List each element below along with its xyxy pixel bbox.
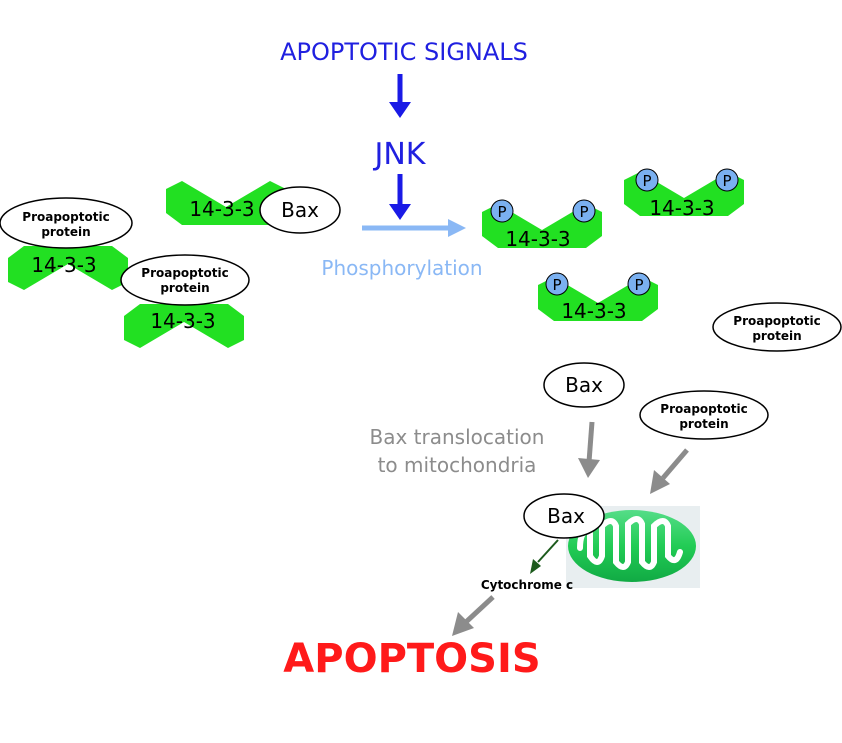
protein-1433-label: 14-3-3: [561, 299, 626, 323]
translocation-arrow-bax: [578, 421, 600, 478]
proapoptotic-label-line1: Proapoptotic: [22, 210, 109, 224]
protein-1433-label: 14-3-3: [150, 309, 215, 333]
phospho-dot: [572, 199, 596, 223]
protein-1433-label: 14-3-3: [31, 253, 96, 277]
bax-label: Bax: [565, 373, 603, 397]
proapoptotic-label-line2: protein: [752, 329, 801, 343]
proapoptotic-label-line2: protein: [679, 417, 728, 431]
translocation-arrow-proapoptotic: [650, 448, 689, 494]
mitochondrion: [566, 506, 700, 588]
phospho-dot: [545, 272, 569, 296]
signal-arrow-1: [389, 74, 411, 118]
phospho-mark: P: [552, 276, 561, 294]
jnk-label: JNK: [373, 137, 427, 172]
free-proapoptotic-1: Proapoptotic protein: [712, 302, 842, 352]
complex-1433-proapoptotic-2: 14-3-3 Proapoptotic protein: [120, 254, 250, 348]
phospho-1433-1: 14-3-3 P P: [482, 199, 602, 251]
proapoptotic-label-line2: protein: [41, 225, 90, 239]
bax-translocation-line2: to mitochondria: [378, 453, 537, 477]
cytochrome-c-label: Cytochrome c: [481, 578, 573, 592]
complex-1433-bax: 14-3-3 Bax: [166, 181, 341, 234]
complex-1433-proapoptotic-1: 14-3-3 Proapoptotic protein: [0, 197, 133, 290]
apoptosis-label: APOPTOSIS: [283, 636, 540, 682]
proapoptotic-label-line2: protein: [160, 281, 209, 295]
cytochrome-release-arrow: [530, 539, 559, 574]
phospho-mark: P: [722, 172, 731, 190]
phospho-mark: P: [497, 203, 506, 221]
phospho-dot: [715, 168, 739, 192]
proapoptotic-label-line1: Proapoptotic: [733, 314, 820, 328]
proapoptotic-label-line1: Proapoptotic: [660, 402, 747, 416]
phospho-1433-2: 14-3-3 P P: [624, 168, 744, 220]
protein-1433-label: 14-3-3: [189, 197, 254, 221]
signal-arrow-2: [389, 174, 411, 220]
phospho-mark: P: [642, 172, 651, 190]
apoptosis-arrow: [452, 595, 495, 636]
free-proapoptotic-2: Proapoptotic protein: [639, 390, 769, 440]
protein-1433-label: 14-3-3: [505, 227, 570, 251]
bax-translocation-line1: Bax translocation: [370, 425, 545, 449]
phospho-1433-3: 14-3-3 P P: [538, 272, 658, 323]
phospho-mark: P: [634, 276, 643, 294]
proapoptotic-label-line1: Proapoptotic: [141, 266, 228, 280]
bax-label: Bax: [281, 198, 319, 222]
phospho-dot: [627, 272, 651, 296]
phosphorylation-label: Phosphorylation: [321, 256, 482, 280]
apoptotic-signals-label: APOPTOTIC SIGNALS: [280, 38, 528, 66]
phospho-mark: P: [579, 203, 588, 221]
protein-1433-label: 14-3-3: [649, 196, 714, 220]
phospho-dot: [635, 168, 659, 192]
bax-label: Bax: [547, 504, 585, 528]
phosphorylation-arrow: [362, 219, 466, 237]
bax-at-mitochondria: Bax: [523, 493, 605, 539]
phospho-dot: [490, 199, 514, 223]
free-bax: Bax: [543, 362, 625, 408]
